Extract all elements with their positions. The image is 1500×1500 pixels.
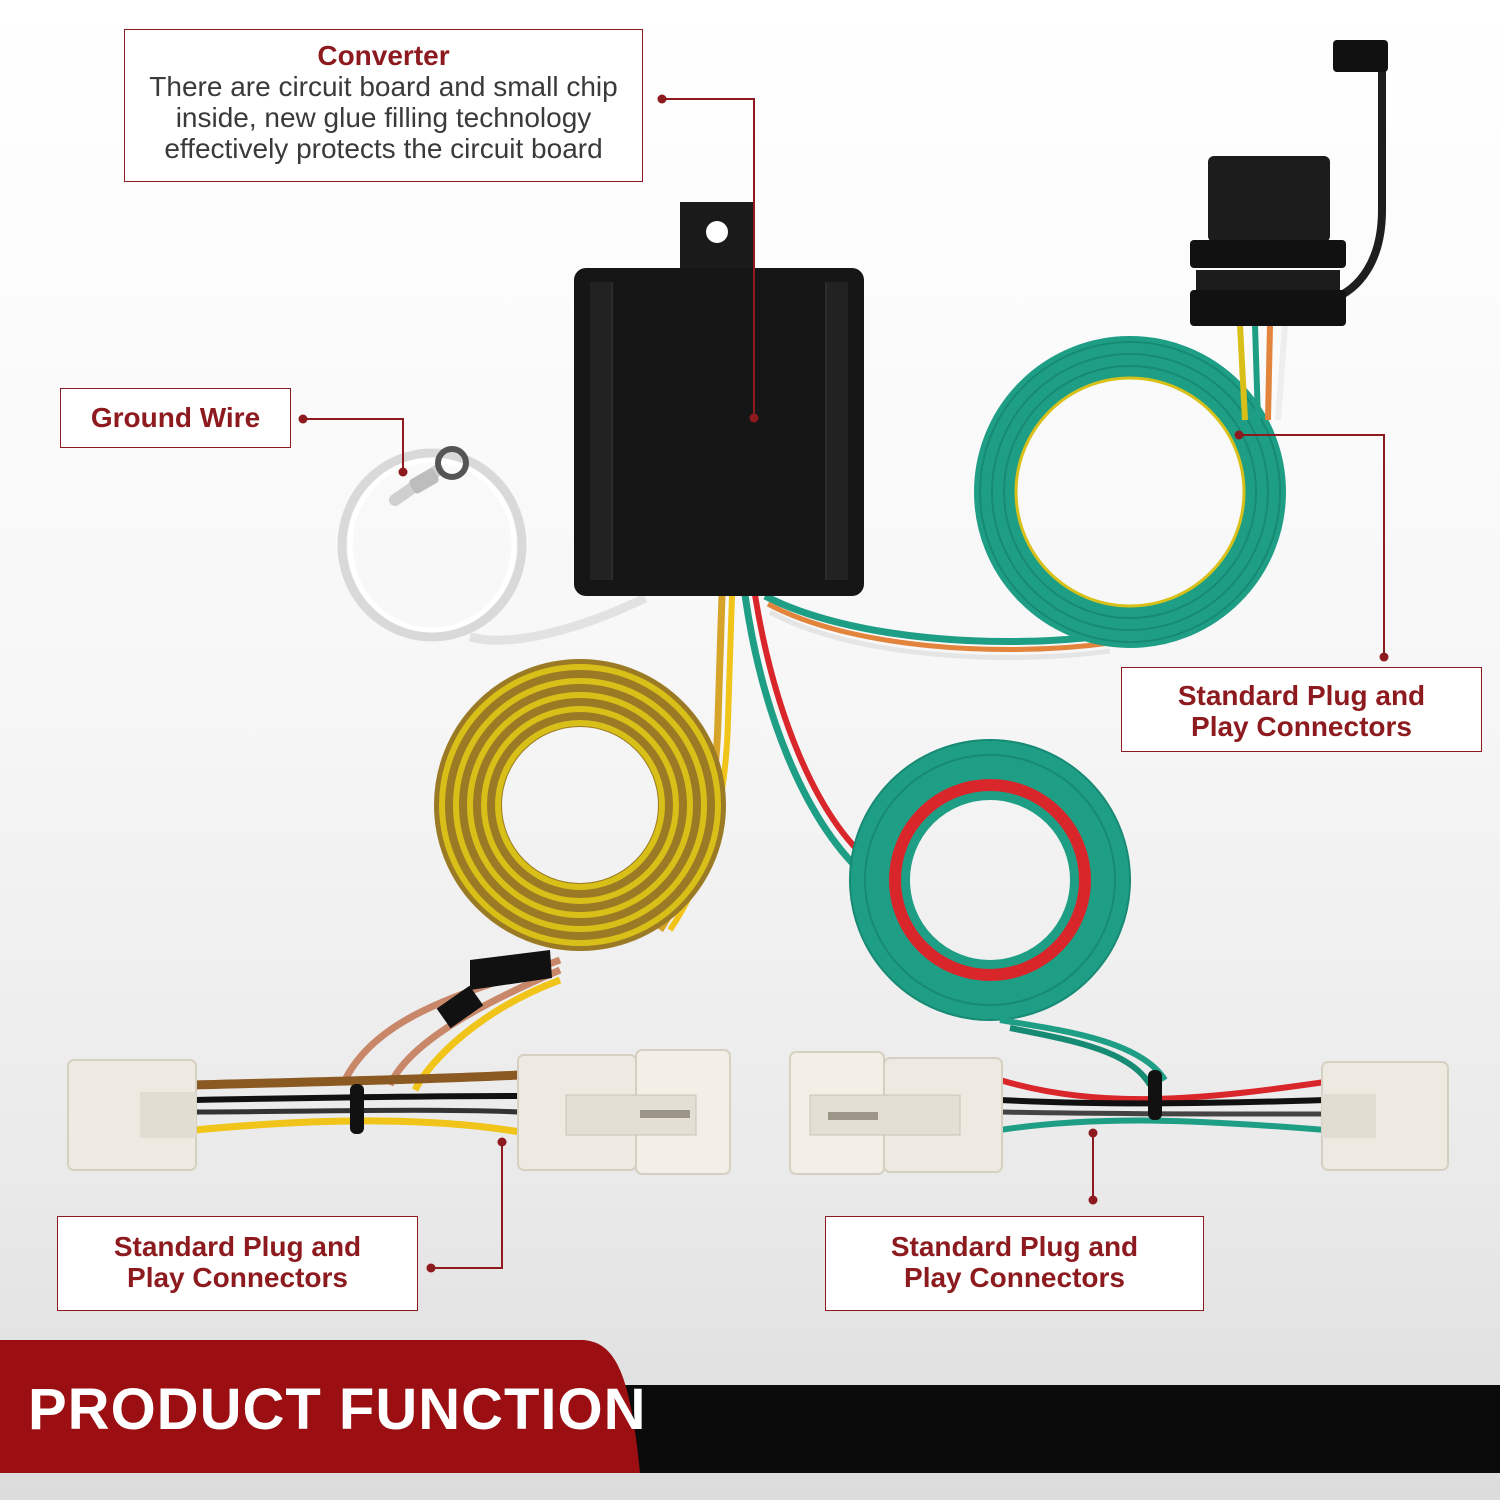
ground-wire-callout: Ground Wire: [60, 388, 291, 448]
connectors-bottom-left-title-line-1: Standard Plug and: [113, 1231, 362, 1262]
right-harness: [999, 1070, 1326, 1133]
connectors-bottom-left-title-line-2: Play Connectors: [127, 1262, 348, 1293]
ground-wire-title: Ground Wire: [90, 402, 261, 433]
connector-left-female: [517, 1049, 731, 1175]
connector-right-female: [789, 1051, 1003, 1175]
connectors-bottom-right-title-line-1: Standard Plug and: [890, 1231, 1139, 1262]
green-red-wire-coil: [849, 739, 1168, 1087]
connectors-bottom-right-title-line-2: Play Connectors: [904, 1262, 1125, 1293]
converter-box-icon: [574, 202, 864, 596]
leader-lines: [303, 98, 1385, 1269]
converter-description-line-3: effectively protects the circuit board: [164, 133, 603, 164]
yellow-brown-wire-coil: [434, 659, 726, 951]
green-wire-coil-right: [974, 324, 1288, 648]
converter-description-line-1: There are circuit board and small chip: [149, 71, 618, 102]
converter-description-line-2: inside, new glue filling technology: [175, 102, 592, 133]
connectors-right-title-line-2: Play Connectors: [1191, 711, 1412, 742]
connector-left-male: [67, 1059, 197, 1171]
connectors-right-title-line-1: Standard Plug and: [1177, 680, 1426, 711]
connectors-right-callout: Standard Plug and Play Connectors: [1121, 667, 1482, 752]
connectors-bottom-left-callout: Standard Plug and Play Connectors: [57, 1216, 418, 1311]
vehicle-plug-connector-icon: [67, 1049, 1449, 1175]
connector-right-male: [1321, 1061, 1449, 1171]
converter-title: Converter: [317, 40, 450, 71]
left-harness: [194, 950, 562, 1136]
banner-title: PRODUCT FUNCTION: [28, 1377, 647, 1442]
ground-ring-terminal-icon: [409, 446, 469, 494]
leader-dots: [298, 94, 1389, 1273]
ground-wire: [337, 446, 647, 645]
trailer-4-pin-plug-icon: [1190, 40, 1388, 326]
converter-callout: Converter There are circuit board and sm…: [124, 29, 643, 182]
connectors-bottom-right-callout: Standard Plug and Play Connectors: [825, 1216, 1204, 1311]
product-function-banner: [0, 1340, 1500, 1473]
